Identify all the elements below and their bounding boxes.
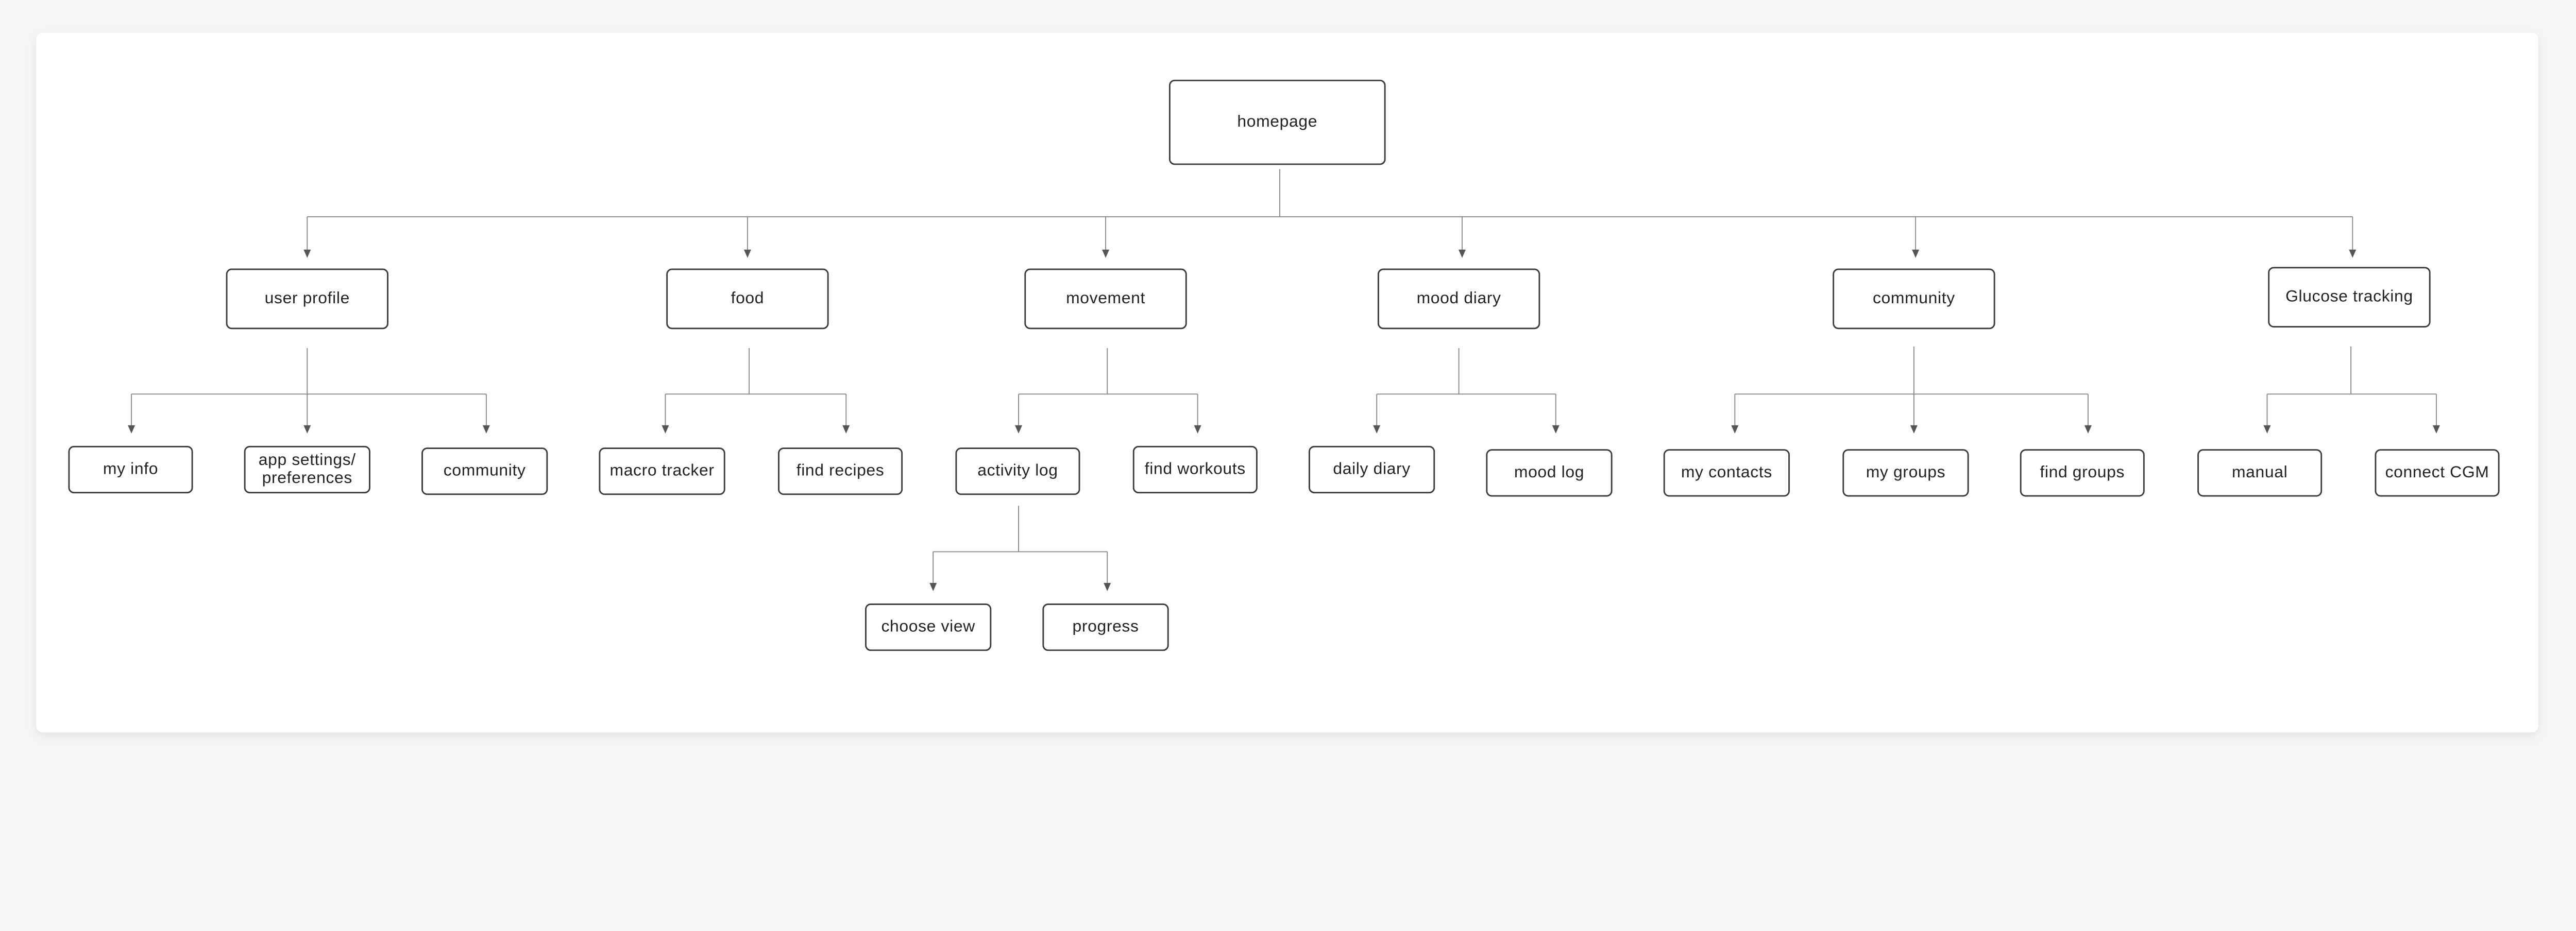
arrow-head-icon — [303, 249, 311, 258]
node-label-line: app settings/ — [259, 450, 356, 469]
arrow-head-icon — [1194, 425, 1201, 434]
node-find-recipes[interactable]: find recipes — [778, 447, 903, 495]
node-label: connect CGM — [2385, 462, 2489, 481]
node-box — [1486, 449, 1613, 497]
connectors — [128, 169, 2440, 591]
arrow-head-icon — [743, 249, 751, 258]
node-box — [68, 445, 193, 494]
node-box — [1024, 268, 1187, 330]
arrow-head-icon — [1731, 425, 1739, 434]
node-box — [244, 445, 370, 494]
node-label: choose view — [881, 617, 975, 635]
node-box — [1132, 445, 1258, 494]
node-box — [1842, 449, 1969, 497]
node-box — [599, 447, 725, 495]
node-box — [1042, 604, 1169, 651]
node-label: progress — [1072, 617, 1139, 635]
arrow-head-icon — [1912, 249, 1920, 258]
node-user-profile[interactable]: user profile — [226, 268, 388, 330]
arrow-head-icon — [1102, 249, 1110, 258]
node-label: food — [731, 288, 765, 307]
node-label: community — [1873, 288, 1955, 307]
node-label: mood log — [1514, 462, 1584, 481]
arrow-head-icon — [662, 425, 669, 434]
node-my-info[interactable]: my info — [68, 445, 193, 494]
arrow-head-icon — [2263, 425, 2271, 434]
node-glucose-tracking[interactable]: Glucose tracking — [2268, 267, 2431, 327]
node-movement[interactable]: movement — [1024, 268, 1187, 330]
node-box — [1833, 268, 1995, 330]
node-label: user profile — [265, 288, 350, 307]
arrow-head-icon — [1910, 425, 1918, 434]
node-box — [1309, 445, 1435, 494]
node-find-groups[interactable]: find groups — [2020, 449, 2145, 497]
node-manual[interactable]: manual — [2197, 449, 2323, 497]
arrow-head-icon — [929, 583, 937, 591]
node-box — [2197, 449, 2323, 497]
node-box — [666, 268, 829, 330]
arrow-head-icon — [303, 425, 311, 434]
node-label: macro tracker — [610, 461, 715, 479]
node-community[interactable]: community — [421, 447, 548, 495]
node-my-contacts[interactable]: my contacts — [1663, 449, 1790, 497]
node-label: Glucose tracking — [2285, 287, 2413, 305]
node-label: movement — [1066, 288, 1145, 307]
node-connect-cgm[interactable]: connect CGM — [2375, 449, 2500, 497]
node-box — [1168, 79, 1386, 165]
node-activity-log[interactable]: activity log — [955, 447, 1080, 495]
arrow-head-icon — [2349, 249, 2357, 258]
node-progress[interactable]: progress — [1042, 604, 1169, 651]
node-label: find recipes — [796, 461, 885, 479]
node-box — [421, 447, 548, 495]
node-choose-view[interactable]: choose view — [865, 604, 992, 651]
node-label: find groups — [2040, 462, 2125, 481]
sitemap-diagram: homepage user profile my info app settings/… — [36, 32, 2538, 733]
arrow-head-icon — [1552, 425, 1560, 434]
node-food[interactable]: food — [666, 268, 829, 330]
arrow-head-icon — [128, 425, 135, 434]
arrow-head-icon — [1104, 583, 1111, 591]
node-label: find workouts — [1145, 459, 1246, 477]
node-macro-tracker[interactable]: macro tracker — [599, 447, 725, 495]
node-find-workouts[interactable]: find workouts — [1132, 445, 1258, 494]
node-mood-diary[interactable]: mood diary — [1377, 268, 1540, 330]
node-label: activity log — [977, 461, 1058, 479]
arrow-head-icon — [842, 425, 850, 434]
arrow-head-icon — [2432, 425, 2440, 434]
arrow-head-icon — [1015, 425, 1023, 434]
node-box — [2020, 449, 2145, 497]
node-label: mood diary — [1417, 288, 1501, 307]
canvas-card — [36, 32, 2538, 733]
node-box — [1663, 449, 1790, 497]
arrow-head-icon — [1373, 425, 1381, 434]
node-box — [865, 604, 992, 651]
arrow-head-icon — [2084, 425, 2092, 434]
node-label: homepage — [1237, 112, 1317, 130]
node-box — [226, 268, 388, 330]
node-label: daily diary — [1333, 459, 1411, 477]
arrow-head-icon — [482, 425, 490, 434]
node-label: manual — [2232, 462, 2287, 481]
node-label: my contacts — [1681, 462, 1772, 481]
node-box — [2375, 449, 2500, 497]
node-label: my info — [103, 459, 158, 477]
arrow-head-icon — [1458, 249, 1466, 258]
node-label: my groups — [1866, 462, 1946, 481]
node-label: community — [444, 461, 526, 479]
node-label-line: preferences — [262, 468, 352, 487]
node-my-groups[interactable]: my groups — [1842, 449, 1969, 497]
node-community[interactable]: community — [1833, 268, 1995, 330]
nodes: homepage user profile my info app settings/… — [68, 79, 2500, 651]
node-box — [955, 447, 1080, 495]
node-box — [1377, 268, 1540, 330]
node-box — [2268, 267, 2431, 327]
node-mood-log[interactable]: mood log — [1486, 449, 1613, 497]
node-box — [778, 447, 903, 495]
node-homepage[interactable]: homepage — [1168, 79, 1386, 165]
node-app-settings-preferences[interactable]: app settings/preferences — [244, 445, 370, 494]
node-daily-diary[interactable]: daily diary — [1309, 445, 1435, 494]
